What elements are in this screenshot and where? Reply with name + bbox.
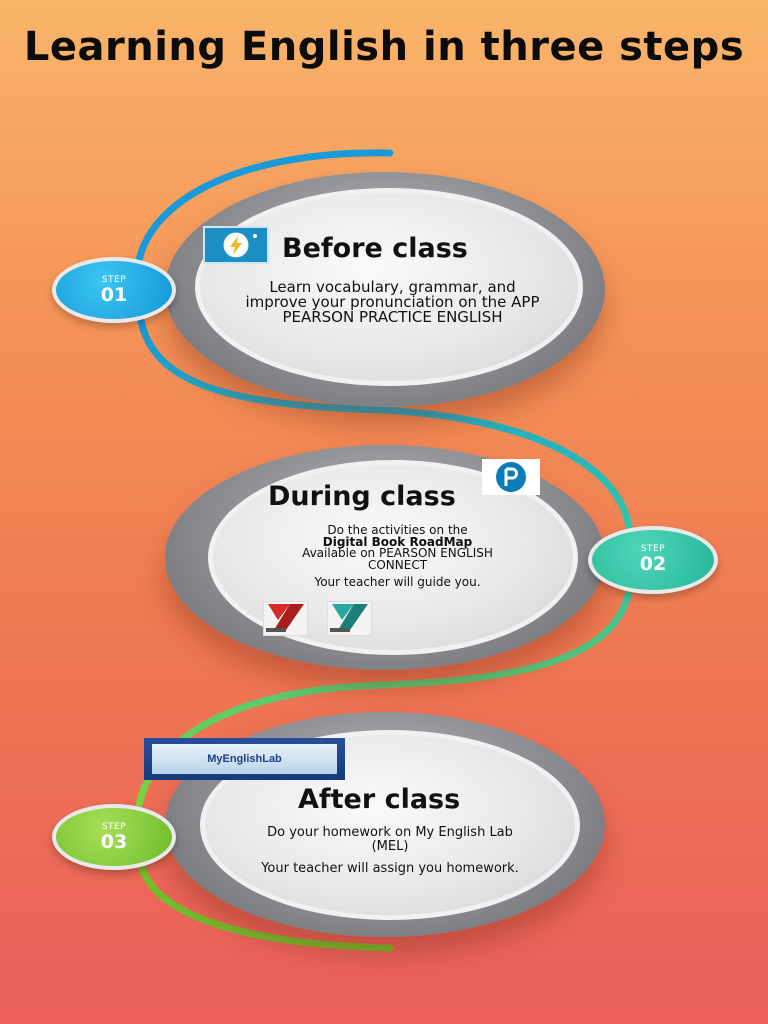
myenglishlab-logo-plate: MyEnglishLab [152, 744, 337, 774]
step-3-description-line1: Do your homework on My English Lab (MEL) [267, 825, 513, 854]
roadmap-book-cover-red-icon [263, 601, 308, 636]
step-2-number: 02 [639, 553, 667, 575]
lightning-bulb-app-icon [203, 226, 269, 264]
step-3-heading: After class [298, 784, 461, 815]
myenglishlab-logo-text: MyEnglishLab [207, 753, 282, 765]
arc-step-1-to-2 [136, 311, 634, 544]
step-2-description-bold: Digital Book RoadMap [322, 535, 473, 549]
pearson-logo-icon [482, 459, 540, 495]
page-title: Learning English in three steps [23, 24, 745, 70]
step-1-label: STEP [101, 275, 127, 285]
step-3-number: 03 [100, 831, 128, 853]
step-1-inner-disc [195, 188, 583, 386]
step-1-number: 01 [100, 284, 128, 306]
myenglishlab-logo: MyEnglishLab [144, 738, 345, 780]
step-3-label: STEP [101, 822, 127, 832]
step-2-badge: STEP 02 [588, 526, 718, 594]
step-1-heading: Before class [282, 233, 468, 264]
arc-step-1-top [134, 149, 394, 269]
roadmap-book-cover-teal-icon [327, 601, 372, 636]
step-2-label: STEP [640, 544, 666, 554]
step-1-description: Learn vocabulary, grammar, and improve y… [245, 278, 540, 326]
arc-step-3-bottom [136, 856, 394, 952]
step-2-description-line1: Do the activities on the [327, 523, 468, 537]
step-3-badge: STEP 03 [52, 804, 176, 870]
step-2-description-line2: Available on PEARSON ENGLISH CONNECT [302, 546, 493, 572]
step-1-badge: STEP 01 [52, 257, 176, 323]
step-2-heading: During class [268, 481, 456, 512]
step-3-description-line2: Your teacher will assign you homework. [261, 861, 519, 876]
step-2-description-line3: Your teacher will guide you. [314, 575, 481, 589]
